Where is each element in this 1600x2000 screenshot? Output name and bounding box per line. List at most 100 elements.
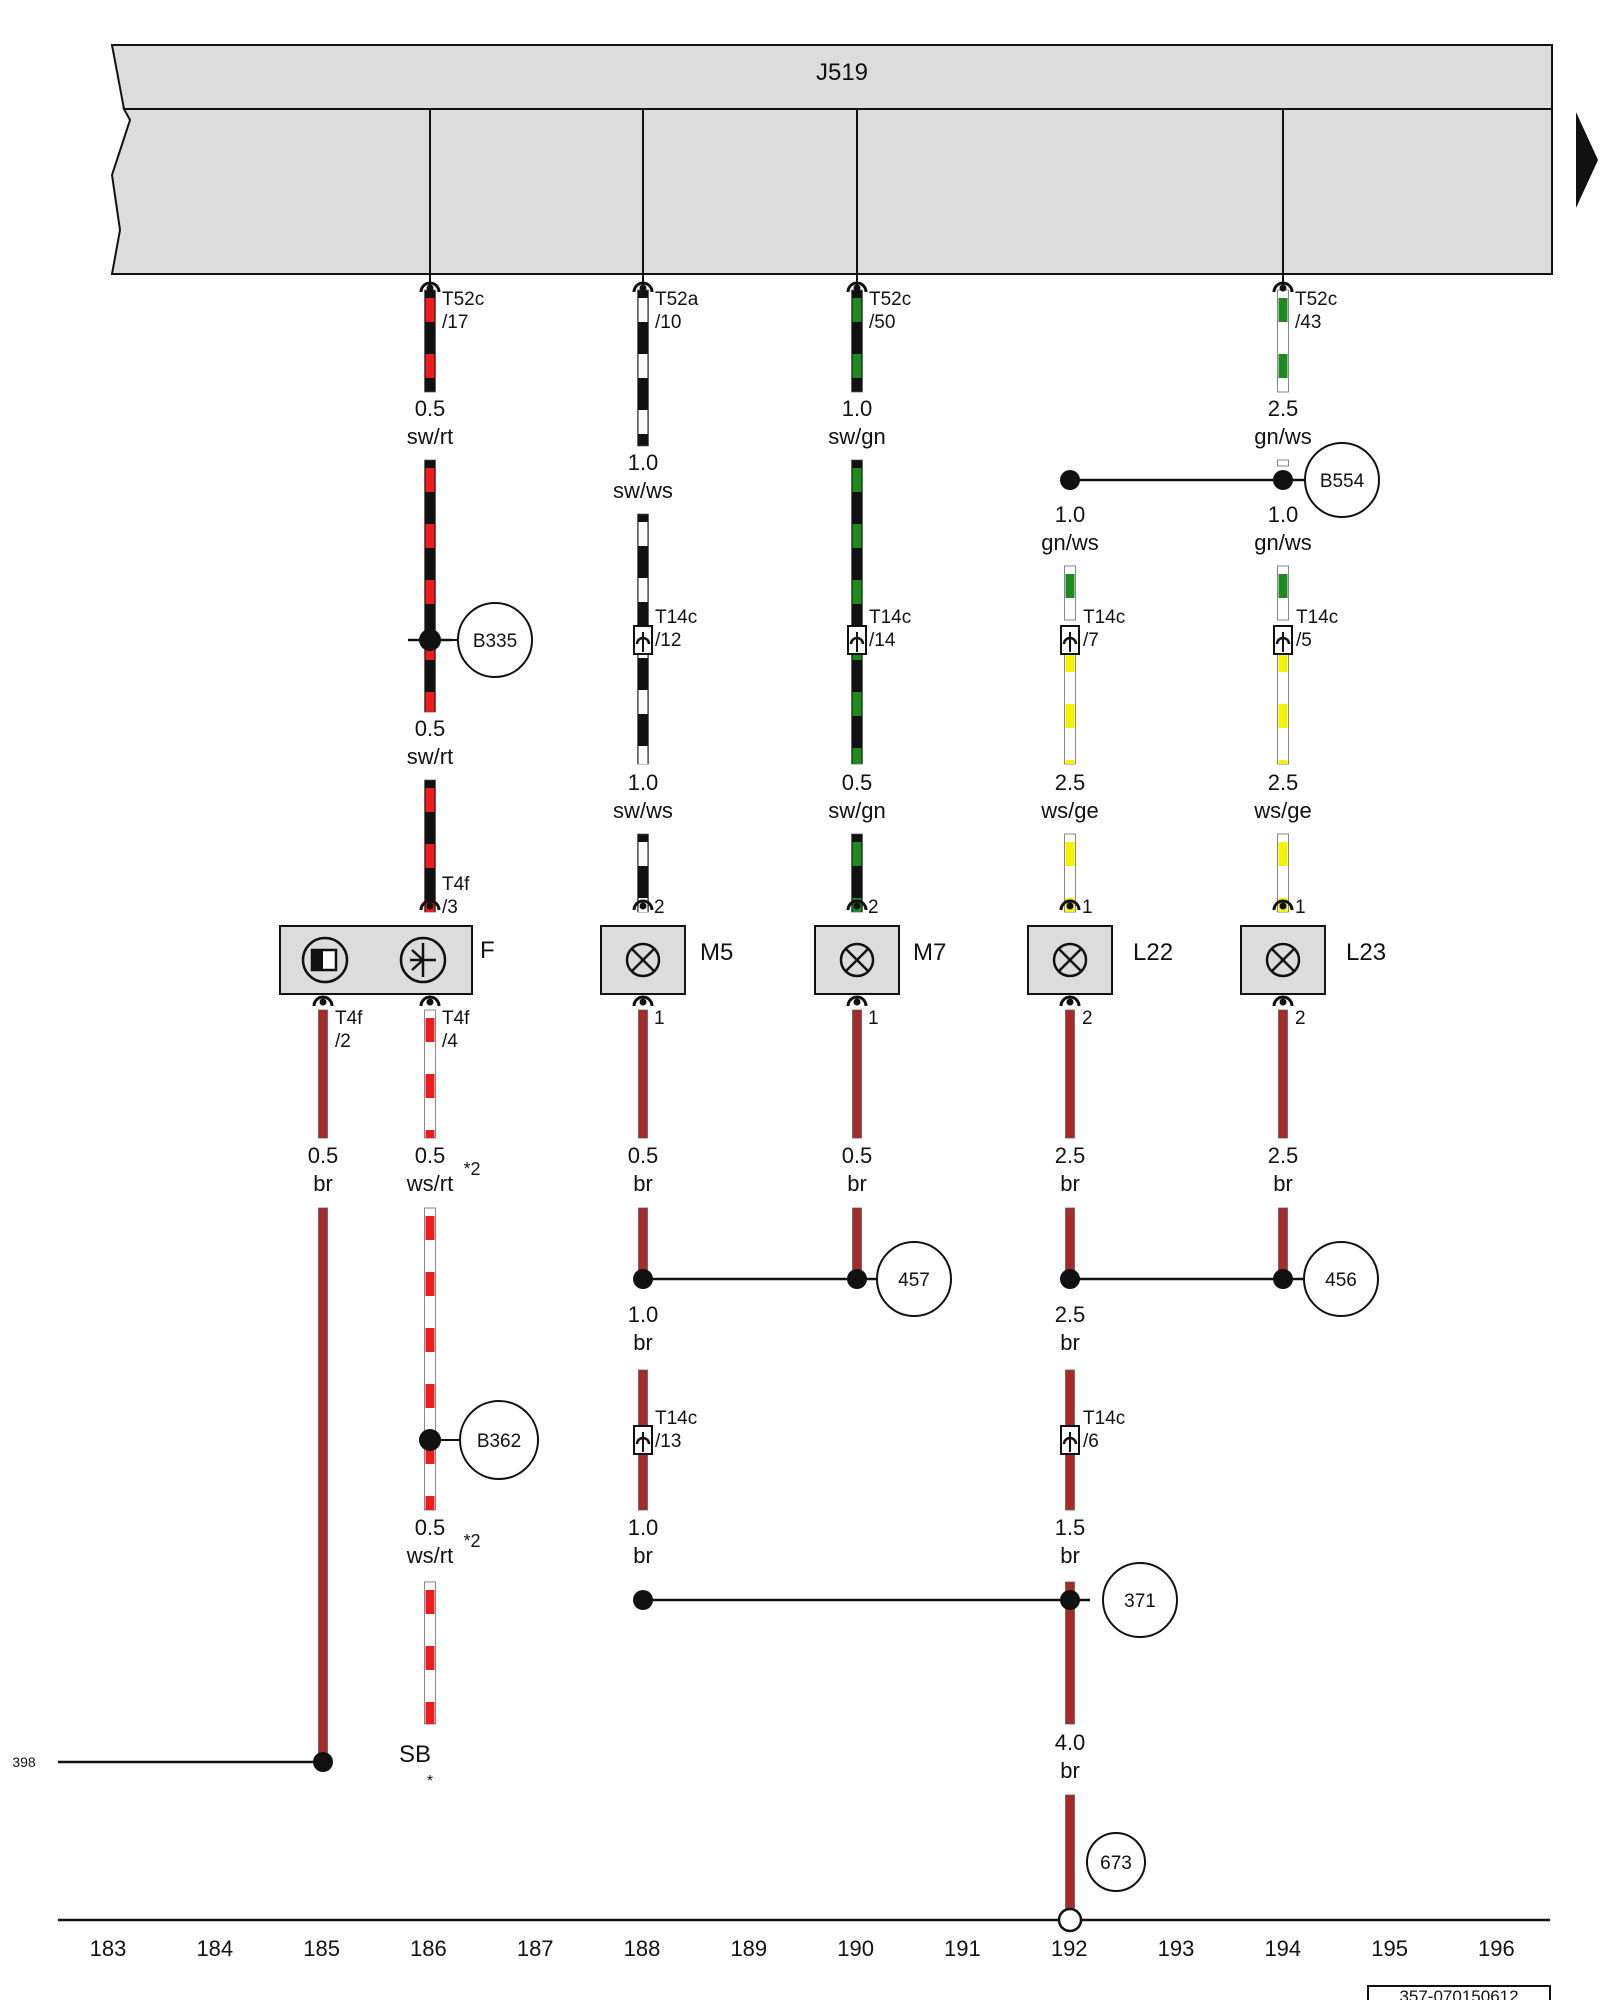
ref-label: B554 — [1320, 471, 1365, 492]
wire-size: 2.5 — [1268, 396, 1299, 421]
wire-segment — [424, 459, 436, 713]
wire-color: br — [1060, 1330, 1080, 1355]
connector-pin-icon — [419, 995, 441, 1007]
column-number: 187 — [517, 1936, 554, 1961]
pin-label: 1 — [1295, 897, 1306, 918]
column-number: 184 — [196, 1936, 233, 1961]
connector-name: T14c — [1083, 1408, 1125, 1429]
wire-segment — [638, 1207, 648, 1271]
ref-673: 673 — [1086, 1832, 1146, 1892]
component-label: L23 — [1346, 939, 1386, 966]
connector-pin: /10 — [655, 312, 681, 333]
connector-pin: /5 — [1296, 630, 1312, 651]
ref-398: 398 — [12, 1754, 36, 1770]
connector-pin-icon — [419, 899, 441, 911]
connector-pin-icon — [846, 995, 868, 1007]
splice-b335 — [408, 629, 458, 651]
wire-size: 2.5 — [1055, 1143, 1086, 1168]
connector-pin-icon — [632, 995, 654, 1007]
inline-connector-icon — [633, 625, 653, 655]
terminal-note: * — [427, 1773, 433, 1790]
wire-segment — [1277, 565, 1289, 621]
column-number: 183 — [90, 1936, 127, 1961]
connector-name: T52c — [442, 289, 484, 310]
wire-segment — [1278, 1009, 1288, 1139]
ref-label: 371 — [1124, 1591, 1156, 1612]
component-f: F — [279, 925, 495, 995]
wire-size: 0.5 — [415, 396, 446, 421]
connector-pin-icon — [1059, 899, 1081, 911]
ref-457: 457 — [876, 1241, 952, 1317]
wire-color: gn/ws — [1254, 424, 1311, 449]
junction-dot — [633, 1590, 653, 1610]
wire-color: sw/gn — [828, 798, 885, 823]
column-number: 196 — [1478, 1936, 1515, 1961]
wire-segment — [1065, 1009, 1075, 1139]
wire-size: 0.5 — [415, 716, 446, 741]
column-number: 189 — [730, 1936, 767, 1961]
wire-color: sw/rt — [407, 744, 453, 769]
wire-segment — [1278, 1207, 1288, 1271]
wire-size: 0.5 — [628, 1143, 659, 1168]
continuation-arrow-icon — [1576, 112, 1598, 208]
wire-color: sw/rt — [407, 424, 453, 449]
bridges — [58, 478, 1550, 1922]
wire-segment — [1064, 565, 1076, 621]
wire-color: ws/ge — [1040, 798, 1098, 823]
pin-label: 2 — [868, 897, 879, 918]
column-number: 193 — [1158, 1936, 1195, 1961]
connector-pin: /6 — [1083, 1431, 1099, 1452]
inline-connector-icon — [847, 625, 867, 655]
wire-color: br — [1060, 1543, 1080, 1568]
connector-name: T4f — [335, 1008, 363, 1029]
drawing-number-label: 357-070150612 — [1399, 1987, 1518, 2000]
pin-label: 2 — [1082, 1008, 1093, 1029]
connector-pin: /4 — [442, 1031, 458, 1052]
connector-name: T52c — [869, 289, 911, 310]
connector-pin: /50 — [869, 312, 895, 333]
wire-segment — [1064, 639, 1076, 765]
connector-pin-icon — [846, 899, 868, 911]
ref-b554: B554 — [1304, 442, 1380, 518]
component-label: F — [480, 937, 495, 964]
inline-connector-icon — [1060, 1425, 1080, 1455]
column-number: 186 — [410, 1936, 447, 1961]
column-number: 185 — [303, 1936, 340, 1961]
connector-pin-icon — [312, 995, 334, 1007]
inline-connector-icon — [1060, 625, 1080, 655]
column-number: 194 — [1264, 1936, 1301, 1961]
ref-456: 456 — [1303, 1241, 1379, 1317]
wire-size: 0.5 — [308, 1143, 339, 1168]
wire-size: 0.5 — [842, 770, 873, 795]
wire-size: 1.0 — [628, 770, 659, 795]
wire-color: sw/ws — [613, 798, 673, 823]
wire-segment — [424, 289, 436, 393]
connector-pin: /43 — [1295, 312, 1321, 333]
wire-size: 1.0 — [628, 1515, 659, 1540]
wire-segment — [637, 289, 649, 447]
component-l23: L23 — [1240, 925, 1386, 995]
wire-color: br — [633, 1543, 653, 1568]
component-m7: M7 — [814, 925, 946, 995]
wire-segment — [1277, 459, 1289, 467]
wire-size: 2.5 — [1055, 1302, 1086, 1327]
connector-name: T52a — [655, 289, 699, 310]
wire-color: br — [633, 1171, 653, 1196]
junction-dot — [1273, 1269, 1293, 1289]
ref-label: 457 — [898, 1270, 930, 1291]
column-number: 190 — [837, 1936, 874, 1961]
wire-segment — [1065, 1794, 1075, 1909]
wire-size: 0.5 — [842, 1143, 873, 1168]
lamp-icon — [1052, 942, 1088, 978]
component-label: M7 — [913, 939, 946, 966]
column-number: 191 — [944, 1936, 981, 1961]
wire-size: 0.5 — [415, 1515, 446, 1540]
terminal-label: SB — [399, 1741, 431, 1768]
wire-color: sw/ws — [613, 478, 673, 503]
wire-segments — [318, 289, 1289, 1909]
wire-size: 1.0 — [628, 1302, 659, 1327]
wire-color: br — [1060, 1758, 1080, 1783]
connector-name: T14c — [655, 1408, 697, 1429]
